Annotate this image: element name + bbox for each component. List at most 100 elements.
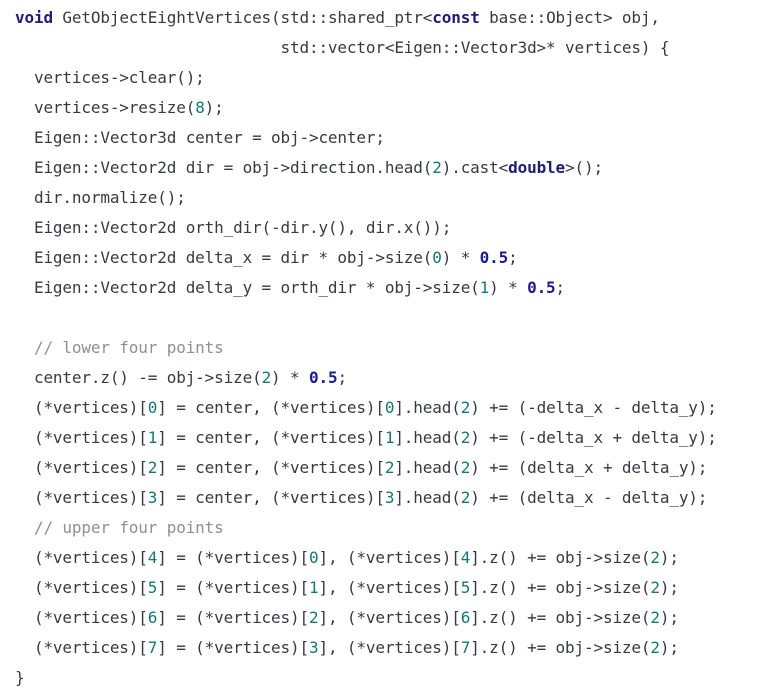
code-token-number: 4 — [460, 548, 471, 567]
code-line: (*vertices)[ 4 ] = (*vertices)[0], (*verti… — [15, 543, 679, 573]
code-token-plain: ].head( — [394, 398, 461, 417]
code-token-plain: ].head( — [394, 428, 461, 447]
code-token-number: 1 — [384, 428, 395, 447]
code-token-plain: ].z() += obj->size( — [470, 638, 651, 657]
code-line: vertices->clear(); — [15, 63, 205, 93]
code-token-plain: ); — [659, 608, 679, 627]
code-line: Eigen::Vector2d delta_x = dir * obj->siz… — [15, 243, 518, 273]
code-line: Eigen::Vector2d delta_y = orth_dir * obj… — [15, 273, 565, 303]
code-line: (*vertices)[7] = (*vertices)[3], (*verti… — [15, 633, 679, 663]
code-token-plain: Eigen::Vector2d orth_dir(-dir.y(), dir.x… — [15, 218, 452, 237]
code-token-plain: dir.normalize(); — [15, 188, 186, 207]
code-token-comment: // lower four points — [15, 338, 224, 357]
code-line: Eigen::Vector2d orth_dir(-dir.y(), dir.x… — [15, 213, 451, 243]
code-line: (*vertices)[0] = center, (*vertices)[0].… — [15, 393, 717, 423]
code-token-plain: ).cast< — [441, 158, 509, 177]
code-token-number: 3 — [308, 638, 319, 657]
code-token-number: 1 — [147, 428, 158, 447]
code-token-plain: ); — [659, 638, 679, 657]
code-token-plain: (*vertices)[ — [15, 578, 148, 597]
code-token-number: 8 — [195, 98, 205, 117]
code-token-keyword: const — [432, 8, 480, 27]
code-token-number: 0 — [308, 548, 319, 567]
code-token-number: 3 — [384, 488, 395, 507]
code-token-number: 7 — [460, 638, 471, 657]
code-token-plain: ].z() += obj->size( — [470, 608, 651, 627]
code-token-plain: Eigen::Vector3d center = obj->center; — [15, 128, 385, 147]
code-token-number: 0 — [432, 248, 442, 267]
code-token-plain: ].z() += obj->size( — [470, 548, 651, 567]
code-token-number: 2 — [650, 548, 660, 567]
code-token-number: 2 — [650, 638, 660, 657]
code-token-number: 0 — [147, 398, 158, 417]
code-token-plain: ] = (*vertices)[ — [157, 638, 309, 657]
code-token-plain: ].head( — [394, 458, 461, 477]
code-token-plain: (*vertices)[ — [15, 428, 148, 447]
code-line: (*vertices)[3] = center, (*vertices)[3].… — [15, 483, 707, 513]
code-token-number: 2 — [308, 608, 319, 627]
code-token-number: 6 — [460, 608, 471, 627]
code-line: // lower four points — [15, 333, 224, 363]
code-token-number: 2 — [147, 458, 158, 477]
code-token-boldnum: 0.5 — [479, 248, 509, 267]
code-token-plain: ; — [555, 278, 566, 297]
code-token-plain: ) += (-delta_x - delta_y); — [470, 398, 717, 417]
code-token-plain: >(); — [565, 158, 603, 177]
code-token-number: 2 — [384, 458, 395, 477]
code-token-number: 2 — [650, 578, 660, 597]
code-token-plain: ] = (*vertices)[ — [157, 608, 309, 627]
code-token-number: 2 — [432, 158, 442, 177]
code-token-plain: ] = center, (*vertices)[ — [157, 488, 385, 507]
code-line: Eigen::Vector3d center = obj->center; — [15, 123, 385, 153]
code-token-plain: ] = center, (*vertices)[ — [157, 458, 385, 477]
code-token-plain: ); — [204, 98, 224, 117]
code-token-plain: (*vertices)[ — [15, 458, 148, 477]
code-token-plain: ; — [508, 248, 518, 267]
code-token-plain: Eigen::Vector2d delta_x = dir * obj->siz… — [15, 248, 433, 267]
code-token-plain: (*vertices)[ — [15, 548, 148, 567]
code-token-plain: ) * — [441, 248, 480, 267]
code-token-number: 2 — [460, 458, 471, 477]
code-token-keyword: double — [508, 158, 566, 177]
code-token-plain: ], (*vertices)[ — [318, 608, 461, 627]
code-token-number: 1 — [479, 278, 490, 297]
code-token-plain: Eigen::Vector2d delta_y = orth_dir * obj… — [15, 278, 480, 297]
code-token-plain: ], (*vertices)[ — [318, 578, 461, 597]
code-token-plain: ] = center, (*vertices)[ — [157, 428, 385, 447]
code-token-plain: ].head( — [394, 488, 461, 507]
code-token-plain: ); — [659, 578, 679, 597]
code-token-number: 2 — [460, 428, 471, 447]
code-token-number: 2 — [460, 398, 471, 417]
code-token-plain: ) += (delta_x - delta_y); — [470, 488, 708, 507]
code-token-plain: ] = (*vertices)[ — [157, 548, 309, 567]
code-token-plain: ] = center, (*vertices)[ — [157, 398, 385, 417]
code-line: (*vertices)[1] = center, (*vertices)[1].… — [15, 423, 717, 453]
code-token-plain: (*vertices)[ — [15, 488, 148, 507]
code-line: center.z() -= obj->size(2) * 0.5; — [15, 363, 347, 393]
code-token-plain: ) * — [271, 368, 309, 387]
code-line: (*vertices)[6] = (*vertices)[2], (*verti… — [15, 603, 679, 633]
code-token-keyword: void — [15, 8, 53, 27]
code-token-number: 6 — [147, 608, 158, 627]
code-token-plain: ], (*vertices)[ — [318, 638, 461, 657]
code-token-number: 1 — [308, 578, 319, 597]
code-line: (*vertices)[5] = (*vertices)[1], (*verti… — [15, 573, 679, 603]
code-line: std::vector<Eigen::Vector3d>* vertices) … — [15, 33, 670, 63]
code-token-plain: center.z() -= obj->size( — [15, 368, 262, 387]
code-line: // upper four points — [15, 513, 224, 543]
code-token-number: 5 — [147, 578, 158, 597]
code-line: void GetObjectEightVertices(std::shared_… — [15, 3, 660, 33]
code-token-plain: ], (*vertices)[ — [318, 548, 461, 567]
code-token-number: 7 — [147, 638, 158, 657]
code-token-plain: (*vertices)[ — [15, 608, 148, 627]
code-token-plain: (*vertices)[ — [15, 398, 148, 417]
code-token-plain: std::vector<Eigen::Vector3d>* vertices) … — [15, 38, 670, 57]
code-token-plain: ) += (delta_x + delta_y); — [470, 458, 708, 477]
code-line: (*vertices)[2] = center, (*vertices)[2].… — [15, 453, 707, 483]
code-token-number: 2 — [650, 608, 660, 627]
code-token-plain: base::Object> obj, — [479, 8, 660, 27]
code-token-number: 0 — [384, 398, 395, 417]
code-token-boldnum: 0.5 — [308, 368, 338, 387]
code-token-plain: Eigen::Vector2d dir = obj->direction.hea… — [15, 158, 433, 177]
